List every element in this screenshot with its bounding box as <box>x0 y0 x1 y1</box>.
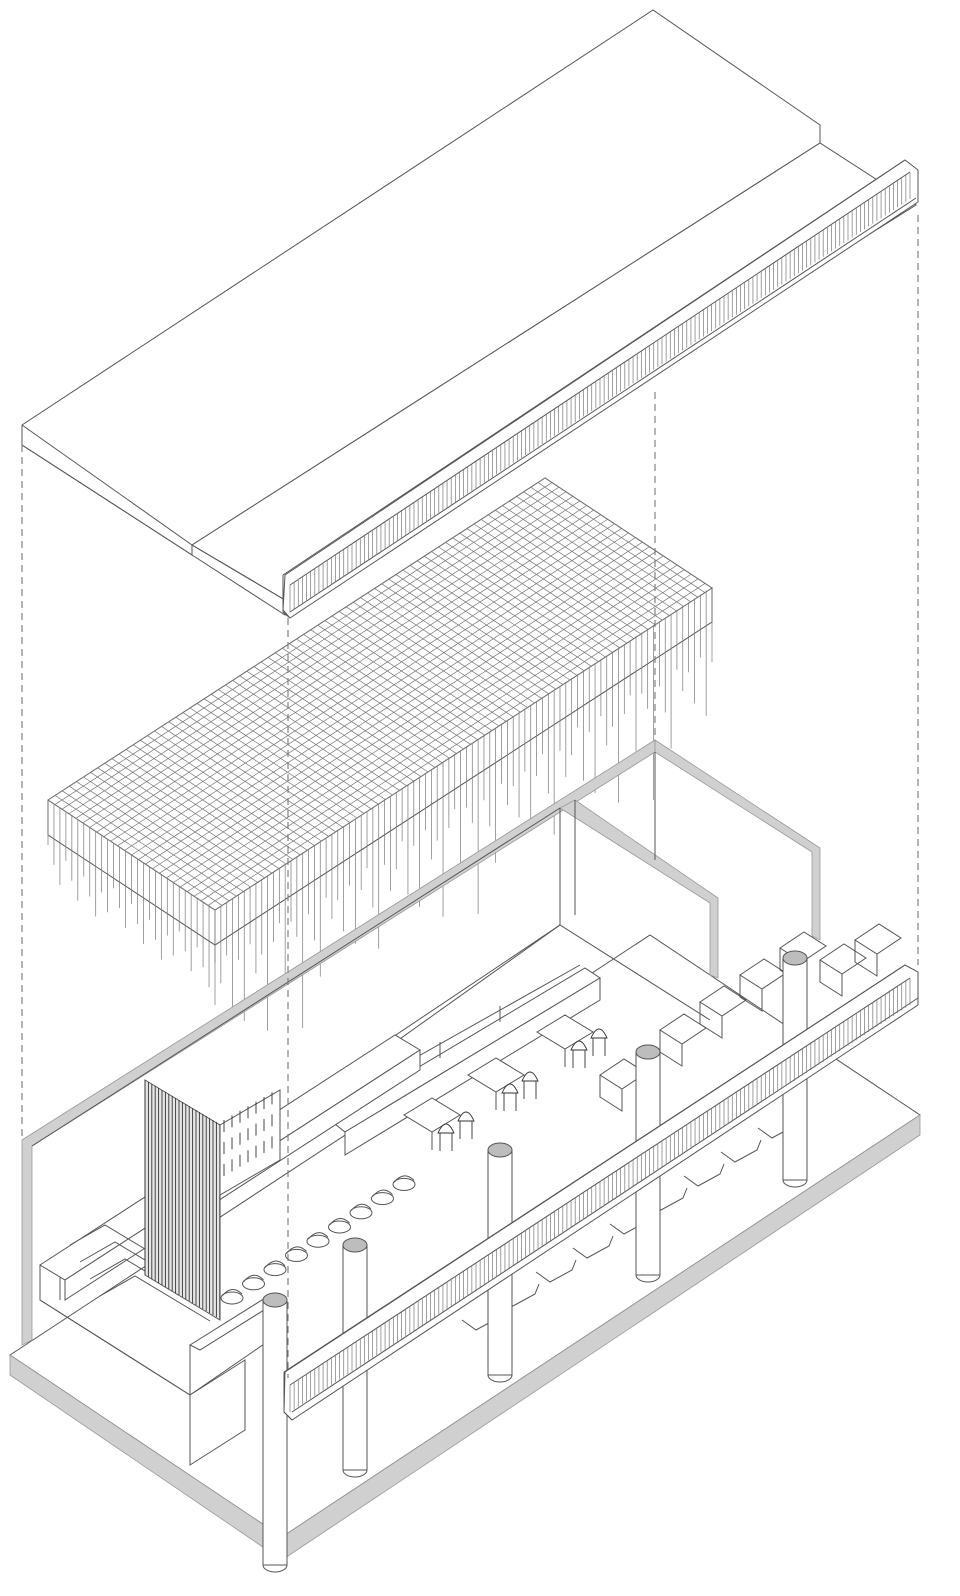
dining-table <box>467 1057 525 1110</box>
bar-stool <box>285 1246 308 1262</box>
outdoor-seat <box>720 1139 762 1163</box>
dining-table <box>403 1097 461 1150</box>
lounge-chair <box>854 923 902 977</box>
bar-stool <box>306 1232 330 1248</box>
dining-table <box>536 1014 594 1067</box>
upper-facade-strip <box>282 159 919 619</box>
dining-tables <box>403 1014 608 1151</box>
dining-chair <box>521 1071 539 1099</box>
dining-chair <box>457 1111 475 1139</box>
back-bar-shelf <box>219 1089 281 1196</box>
roof-slab <box>21 9 917 616</box>
dining-chair <box>437 1123 455 1151</box>
ceiling-baffle-installation <box>47 477 713 1031</box>
bar-stool <box>328 1218 351 1234</box>
bar-stool <box>371 1189 394 1206</box>
bench-banquette <box>329 964 601 1156</box>
bar-stool <box>242 1274 265 1291</box>
bar-stool <box>349 1203 373 1220</box>
outdoor-seat <box>683 1163 725 1187</box>
bar-stool <box>263 1260 287 1277</box>
bar-stool <box>392 1175 416 1191</box>
dining-chair <box>590 1028 608 1056</box>
lower-facade-strip <box>283 964 919 1421</box>
perimeter-walls <box>21 739 821 1346</box>
dining-chair <box>570 1040 588 1068</box>
lounge-armchairs <box>599 923 902 1112</box>
lounge-chair <box>819 943 867 997</box>
outdoor-seat <box>572 1235 614 1259</box>
dining-chair <box>501 1083 519 1111</box>
outdoor-seat <box>535 1259 577 1283</box>
lounge-chair <box>699 985 747 1039</box>
bar-stools <box>220 1175 416 1305</box>
column <box>262 1292 288 1573</box>
bar-stool <box>220 1289 244 1305</box>
projection-lines <box>21 215 919 1378</box>
